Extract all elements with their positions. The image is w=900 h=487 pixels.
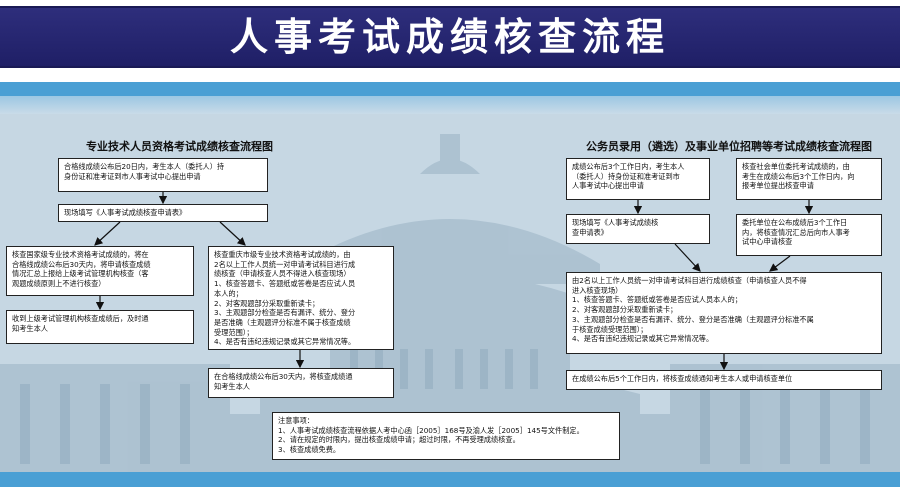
- divider-white: [0, 74, 900, 82]
- text-line: 受理范围）；: [214, 327, 254, 337]
- text-line: 由2名以上工作人员统一对申请考试科目进行成绩核查（申请核查人员不得: [572, 276, 807, 285]
- text-line: 进入核查现场）: [572, 285, 623, 295]
- text-line: 3、主观题部分检查是否有漏评、统分、登分是否准确（主观题评分标准不属: [572, 314, 814, 324]
- right-step-apply-self: 成绩公布后3个工作日内，考生本人 （委托人）持身份证和准考证到市 人事考试中心提…: [566, 158, 710, 200]
- left-branch-city: 核查重庆市级专业技术资格考试成绩的，由 2名以上工作人员统一对申请考试科目进行成…: [208, 246, 394, 350]
- text-line: 知考生本人: [214, 381, 250, 391]
- left-city-result: 在合格线成绩公布后30天内，将核查成绩通 知考生本人: [208, 368, 394, 398]
- text-line: 合格线成绩公布后20日内，考生本人（委托人）持: [64, 162, 225, 171]
- text-line: 于核查成绩受理范围）；: [572, 324, 648, 334]
- left-flow-title: 专业技术人员资格考试成绩核查流程图: [86, 140, 273, 153]
- text-line: 试中心申请核查: [742, 237, 793, 247]
- text-line: 3、主观题部分检查是否有漏评、统分、登分: [214, 308, 356, 318]
- page-title: 人事考试成绩核查流程: [229, 15, 670, 59]
- text-line: 情况汇总上报给上级考试管理机构核查（客: [12, 269, 149, 279]
- divider-light: [0, 96, 900, 114]
- header-bar: [0, 6, 900, 68]
- right-step-unit-submit: 委托单位在公布成绩后3个工作日 内，将核查情况汇总后向市人事考 试中心申请核查: [736, 214, 882, 256]
- text-line: 现场填写《人事考试成绩核: [572, 218, 659, 227]
- left-national-result: 收到上级考试管理机构核查成绩后，及时通 知考生本人: [6, 310, 194, 344]
- text-line: 2、对客观题部分采取重新读卡；: [572, 305, 678, 315]
- left-step-apply: 合格线成绩公布后20日内，考生本人（委托人）持 身份证和准考证到市人事考试中心提…: [58, 158, 268, 192]
- text-line: 身份证和准考证到市人事考试中心提出申请: [64, 171, 201, 181]
- right-step-apply-unit: 核查社会单位委托考试成绩的，由 考生在成绩公布后3个工作日内，向 报考单位提出核…: [736, 158, 882, 200]
- text-line: 绩核查（申请核查人员不得进入核查现场）: [214, 269, 351, 279]
- text-line: 4、是否有违纪违规记录或其它异常情况等。: [214, 337, 356, 347]
- text-line: 知考生本人: [12, 323, 48, 333]
- text-line: 本人的；: [214, 288, 243, 298]
- notes-item: 1、人事考试成绩核查流程依据人考中心函［2005］168号及渝人发［2005］1…: [278, 425, 584, 435]
- text-line: 考生在成绩公布后3个工作日内，向: [742, 171, 855, 181]
- text-line: 在合格线成绩公布后30天内，将核查成绩通: [214, 372, 353, 381]
- left-branch-national: 核查国家级专业技术资格考试成绩的，将在 合格线成绩公布后30天内，将申请核查成绩…: [6, 246, 194, 296]
- text-line: 查申请表》: [572, 227, 608, 237]
- right-step-form: 现场填写《人事考试成绩核 查申请表》: [566, 214, 710, 244]
- text-line: 内，将核查情况汇总后向市人事考: [742, 227, 850, 237]
- text-line: （委托人）持身份证和准考证到市: [572, 171, 680, 181]
- text-line: 现场填写《人事考试成绩核查申请表》: [64, 208, 187, 217]
- notes-heading: 注意事项：: [278, 416, 314, 425]
- text-line: 人事考试中心提出申请: [572, 181, 644, 191]
- divider-blue: [0, 82, 900, 96]
- footer-stripe: [0, 472, 900, 487]
- text-line: 报考单位提出核查申请: [742, 181, 814, 191]
- text-line: 4、是否有违纪违规记录或其它异常情况等。: [572, 334, 714, 344]
- text-line: 核查国家级专业技术资格考试成绩的，将在: [12, 250, 149, 259]
- notes-item: 2、请在规定的时限内，提出核查成绩申请；超过时限，不再受理成绩核查。: [278, 435, 520, 445]
- text-line: 合格线成绩公布后30天内，将申请核查成绩: [12, 259, 151, 269]
- text-line: 核查社会单位委托考试成绩的，由: [742, 162, 850, 171]
- text-line: 收到上级考试管理机构核查成绩后，及时通: [12, 314, 149, 323]
- text-line: 观题成绩原则上不进行核查）: [12, 279, 106, 289]
- notes-box: 注意事项： 1、人事考试成绩核查流程依据人考中心函［2005］168号及渝人发［…: [272, 412, 620, 460]
- text-line: 1、核查答题卡、答题纸或答卷是否应试人员本人的；: [572, 295, 742, 305]
- text-line: 核查重庆市级专业技术资格考试成绩的，由: [214, 250, 351, 259]
- text-line: 2、对客观题部分采取重新读卡；: [214, 298, 320, 308]
- text-line: 成绩公布后3个工作日内，考生本人: [572, 162, 685, 171]
- right-flow-title: 公务员录用（遴选）及事业单位招聘等考试成绩核查流程图: [586, 140, 872, 153]
- right-step-review: 由2名以上工作人员统一对申请考试科目进行成绩核查（申请核查人员不得 进入核查现场…: [566, 272, 882, 354]
- notes-item: 3、核查成绩免费。: [278, 445, 341, 455]
- text-line: 2名以上工作人员统一对申请考试科目进行成: [214, 259, 356, 269]
- text-line: 在成绩公布后5个工作日内，将核查成绩通知考生本人或申请核查单位: [572, 374, 793, 383]
- text-line: 是否准确（主观题评分标准不属于核查成绩: [214, 318, 351, 328]
- text-line: 1、核查答题卡、答题纸或答卷是否应试人员: [214, 279, 356, 289]
- text-line: 委托单位在公布成绩后3个工作日: [742, 218, 848, 227]
- left-step-form: 现场填写《人事考试成绩核查申请表》: [58, 204, 268, 222]
- right-step-notify: 在成绩公布后5个工作日内，将核查成绩通知考生本人或申请核查单位: [566, 370, 882, 390]
